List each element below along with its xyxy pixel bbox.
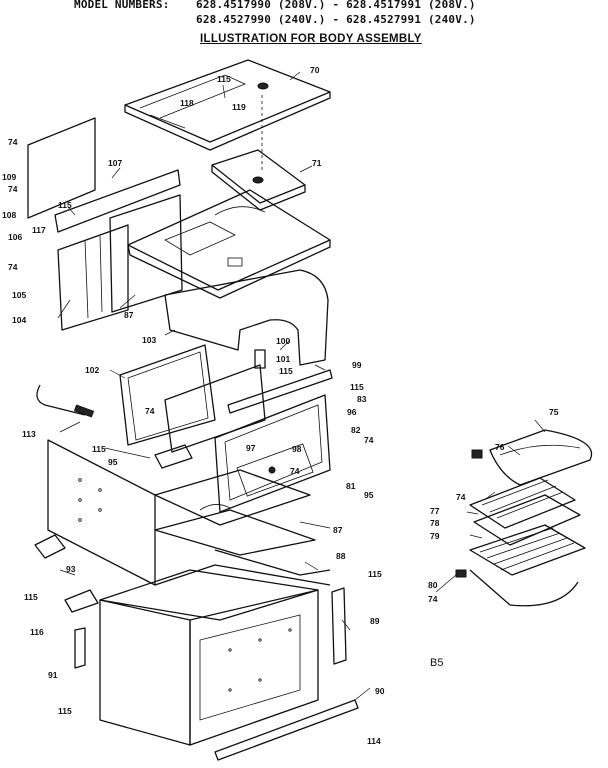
part-label-97: 97 xyxy=(246,443,256,453)
hinge-bracket-part xyxy=(34,444,193,613)
part-label-98: 98 xyxy=(292,444,302,454)
insulation-part xyxy=(164,269,329,366)
thermostat-part xyxy=(254,349,266,369)
part-label-113: 113 xyxy=(22,429,36,439)
wire-harness-part xyxy=(36,384,95,418)
part-label-115: 115 xyxy=(279,366,293,376)
part-label-88: 88 xyxy=(336,551,346,561)
part-label-87: 87 xyxy=(124,310,134,320)
part-label-118: 118 xyxy=(180,98,194,108)
part-label-102: 102 xyxy=(85,365,99,375)
part-label-101: 101 xyxy=(276,354,290,364)
part-label-81: 81 xyxy=(346,481,356,491)
part-label-95: 95 xyxy=(108,457,118,467)
part-label-76: 76 xyxy=(495,442,505,452)
part-label-74: 74 xyxy=(428,594,438,604)
part-label-79: 79 xyxy=(430,531,440,541)
part-label-114: 114 xyxy=(367,736,381,746)
outer-box-part xyxy=(99,549,331,746)
part-label-74: 74 xyxy=(8,262,18,272)
part-label-80: 80 xyxy=(428,580,438,590)
part-label-96: 96 xyxy=(347,407,357,417)
part-label-74: 74 xyxy=(290,466,300,476)
part-label-78: 78 xyxy=(430,518,440,528)
part-label-109: 109 xyxy=(2,172,16,182)
part-label-70: 70 xyxy=(310,65,320,75)
part-label-74: 74 xyxy=(456,492,466,502)
part-label-83: 83 xyxy=(357,394,367,404)
part-label-90: 90 xyxy=(375,686,385,696)
part-label-74: 74 xyxy=(364,435,374,445)
top-cover-part xyxy=(124,59,331,151)
oven-cavity-part xyxy=(47,439,331,586)
part-label-105: 105 xyxy=(12,290,26,300)
part-label-82: 82 xyxy=(351,425,361,435)
door-window-part xyxy=(214,394,331,513)
part-label-115: 115 xyxy=(58,706,72,716)
side-rail-part xyxy=(331,587,347,665)
part-label-71: 71 xyxy=(312,158,322,168)
part-label-103: 103 xyxy=(142,335,156,345)
part-label-115: 115 xyxy=(368,569,382,579)
part-label-106: 106 xyxy=(8,232,22,242)
handle-part xyxy=(227,369,333,414)
diagram-title: ILLUSTRATION FOR BODY ASSEMBLY xyxy=(200,33,422,45)
leader-lines xyxy=(57,71,546,701)
left-panel-part xyxy=(27,117,183,331)
part-label-95: 95 xyxy=(364,490,374,500)
part-label-74: 74 xyxy=(145,406,155,416)
door-part xyxy=(119,344,266,453)
part-label-91: 91 xyxy=(48,670,58,680)
part-label-74: 74 xyxy=(8,137,18,147)
part-label-108: 108 xyxy=(2,210,16,220)
part-label-115: 115 xyxy=(350,382,364,392)
left-bracket-part xyxy=(74,627,86,669)
part-label-104: 104 xyxy=(12,315,26,325)
part-label-93: 93 xyxy=(66,564,76,574)
part-label-89: 89 xyxy=(370,616,380,626)
part-label-107: 107 xyxy=(108,158,122,168)
part-number-labels: 70 115 118 119 71 74 109 74 108 107 115 … xyxy=(2,65,559,746)
part-label-100: 100 xyxy=(276,336,290,346)
part-label-74: 74 xyxy=(8,184,18,194)
section-mark: B5 xyxy=(430,657,443,669)
part-label-115: 115 xyxy=(217,74,231,84)
model-numbers-label: MODEL NUMBERS: xyxy=(74,0,170,11)
rack-assembly-part xyxy=(455,429,593,607)
part-label-119: 119 xyxy=(232,102,246,112)
kick-plate-part xyxy=(214,699,359,761)
part-label-115: 115 xyxy=(58,200,72,210)
oven-top-plate-part xyxy=(127,189,331,299)
model-numbers-line-2: 628.4527990 (240V.) - 628.4527991 (240V.… xyxy=(196,13,476,26)
model-numbers-line-1: 628.4517990 (208V.) - 628.4517991 (208V.… xyxy=(196,0,476,11)
part-label-116: 116 xyxy=(30,627,44,637)
part-label-87: 87 xyxy=(333,525,343,535)
part-label-115: 115 xyxy=(24,592,38,602)
part-label-77: 77 xyxy=(430,506,440,516)
part-label-99: 99 xyxy=(352,360,362,370)
part-label-75: 75 xyxy=(549,407,559,417)
part-label-115: 115 xyxy=(92,444,106,454)
part-label-117: 117 xyxy=(32,225,46,235)
